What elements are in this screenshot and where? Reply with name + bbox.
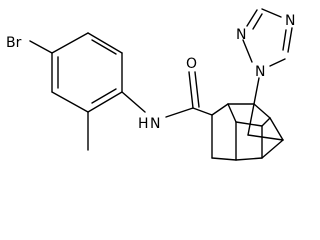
bromine-label: Br: [6, 35, 22, 51]
triazole-n1-label: N: [255, 64, 265, 80]
benzene-ring: [51, 32, 123, 113]
structure-canvas: Br N H O N N N: [6, 8, 295, 161]
n-carbonyl-bond: [165, 107, 194, 118]
adamantane-triazole-bond: [253, 77, 260, 105]
aryl-n-bond: [121, 91, 146, 113]
amide-nitrogen-label: N: [150, 116, 160, 132]
triazole-ring: [242, 8, 293, 67]
carbonyl-oxygen-label: O: [186, 56, 197, 72]
c-br-bond: [29, 40, 53, 54]
molecule-drawing: Br N H O N N N: [6, 8, 295, 161]
triazole-n2-label: N: [236, 27, 246, 43]
carbonyl-adamantane-bond: [192, 107, 213, 116]
amide-hydrogen-label: H: [138, 116, 149, 132]
triazole-n4-label: N: [285, 13, 295, 29]
adamantane-cage: [211, 103, 284, 161]
carbonyl-double-bond: [188, 71, 200, 109]
